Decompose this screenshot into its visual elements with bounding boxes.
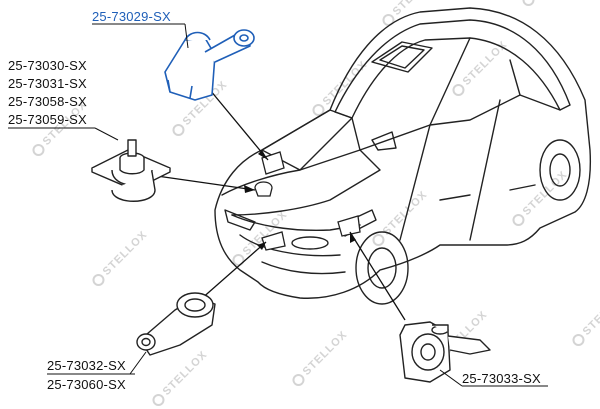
mount-marker-left xyxy=(254,181,273,197)
pointer-arrows xyxy=(244,150,356,250)
arrowhead-left xyxy=(244,185,255,193)
leader-bottom-right-drop xyxy=(439,369,463,387)
rear-torque-mount-icon xyxy=(136,292,216,356)
car-illustration xyxy=(214,7,592,305)
label-left-1: 25-73030-SX xyxy=(8,58,87,73)
pointer-lines xyxy=(149,89,406,321)
leader-bottom-left-drop xyxy=(129,351,147,375)
on-car-mounts xyxy=(254,151,361,251)
pointer-line-top xyxy=(209,89,269,161)
bracket-mount-icon xyxy=(399,321,491,383)
pointer-line-left xyxy=(149,174,256,191)
label-bottom-left-1: 25-73032-SX xyxy=(47,358,126,373)
label-bottom-left-2: 25-73060-SX xyxy=(47,377,126,392)
arrowhead-bottom-left xyxy=(257,242,266,250)
label-left-3: 25-73058-SX xyxy=(8,94,87,109)
square-base-mount-icon xyxy=(91,139,171,202)
label-left-2: 25-73031-SX xyxy=(8,76,87,91)
label-bottom-right: 25-73033-SX xyxy=(462,371,541,386)
mount-marker-bottom-left xyxy=(261,231,286,251)
mount-marker-top xyxy=(261,151,285,175)
torque-rod-mount-icon xyxy=(164,29,255,101)
arrowhead-top xyxy=(258,150,268,160)
mount-marker-bottom-right xyxy=(337,215,361,237)
pointer-line-bottom-right xyxy=(349,231,406,321)
label-top-part: 25-73029-SX xyxy=(92,9,171,24)
label-leaders xyxy=(8,23,548,387)
arrowhead-bottom-right xyxy=(350,232,356,243)
label-left-4: 25-73059-SX xyxy=(8,112,87,127)
pointer-line-bottom-left xyxy=(199,241,267,301)
leader-top-drop xyxy=(184,23,189,49)
parts-diagram xyxy=(8,7,592,387)
leader-left-drop xyxy=(94,127,119,141)
